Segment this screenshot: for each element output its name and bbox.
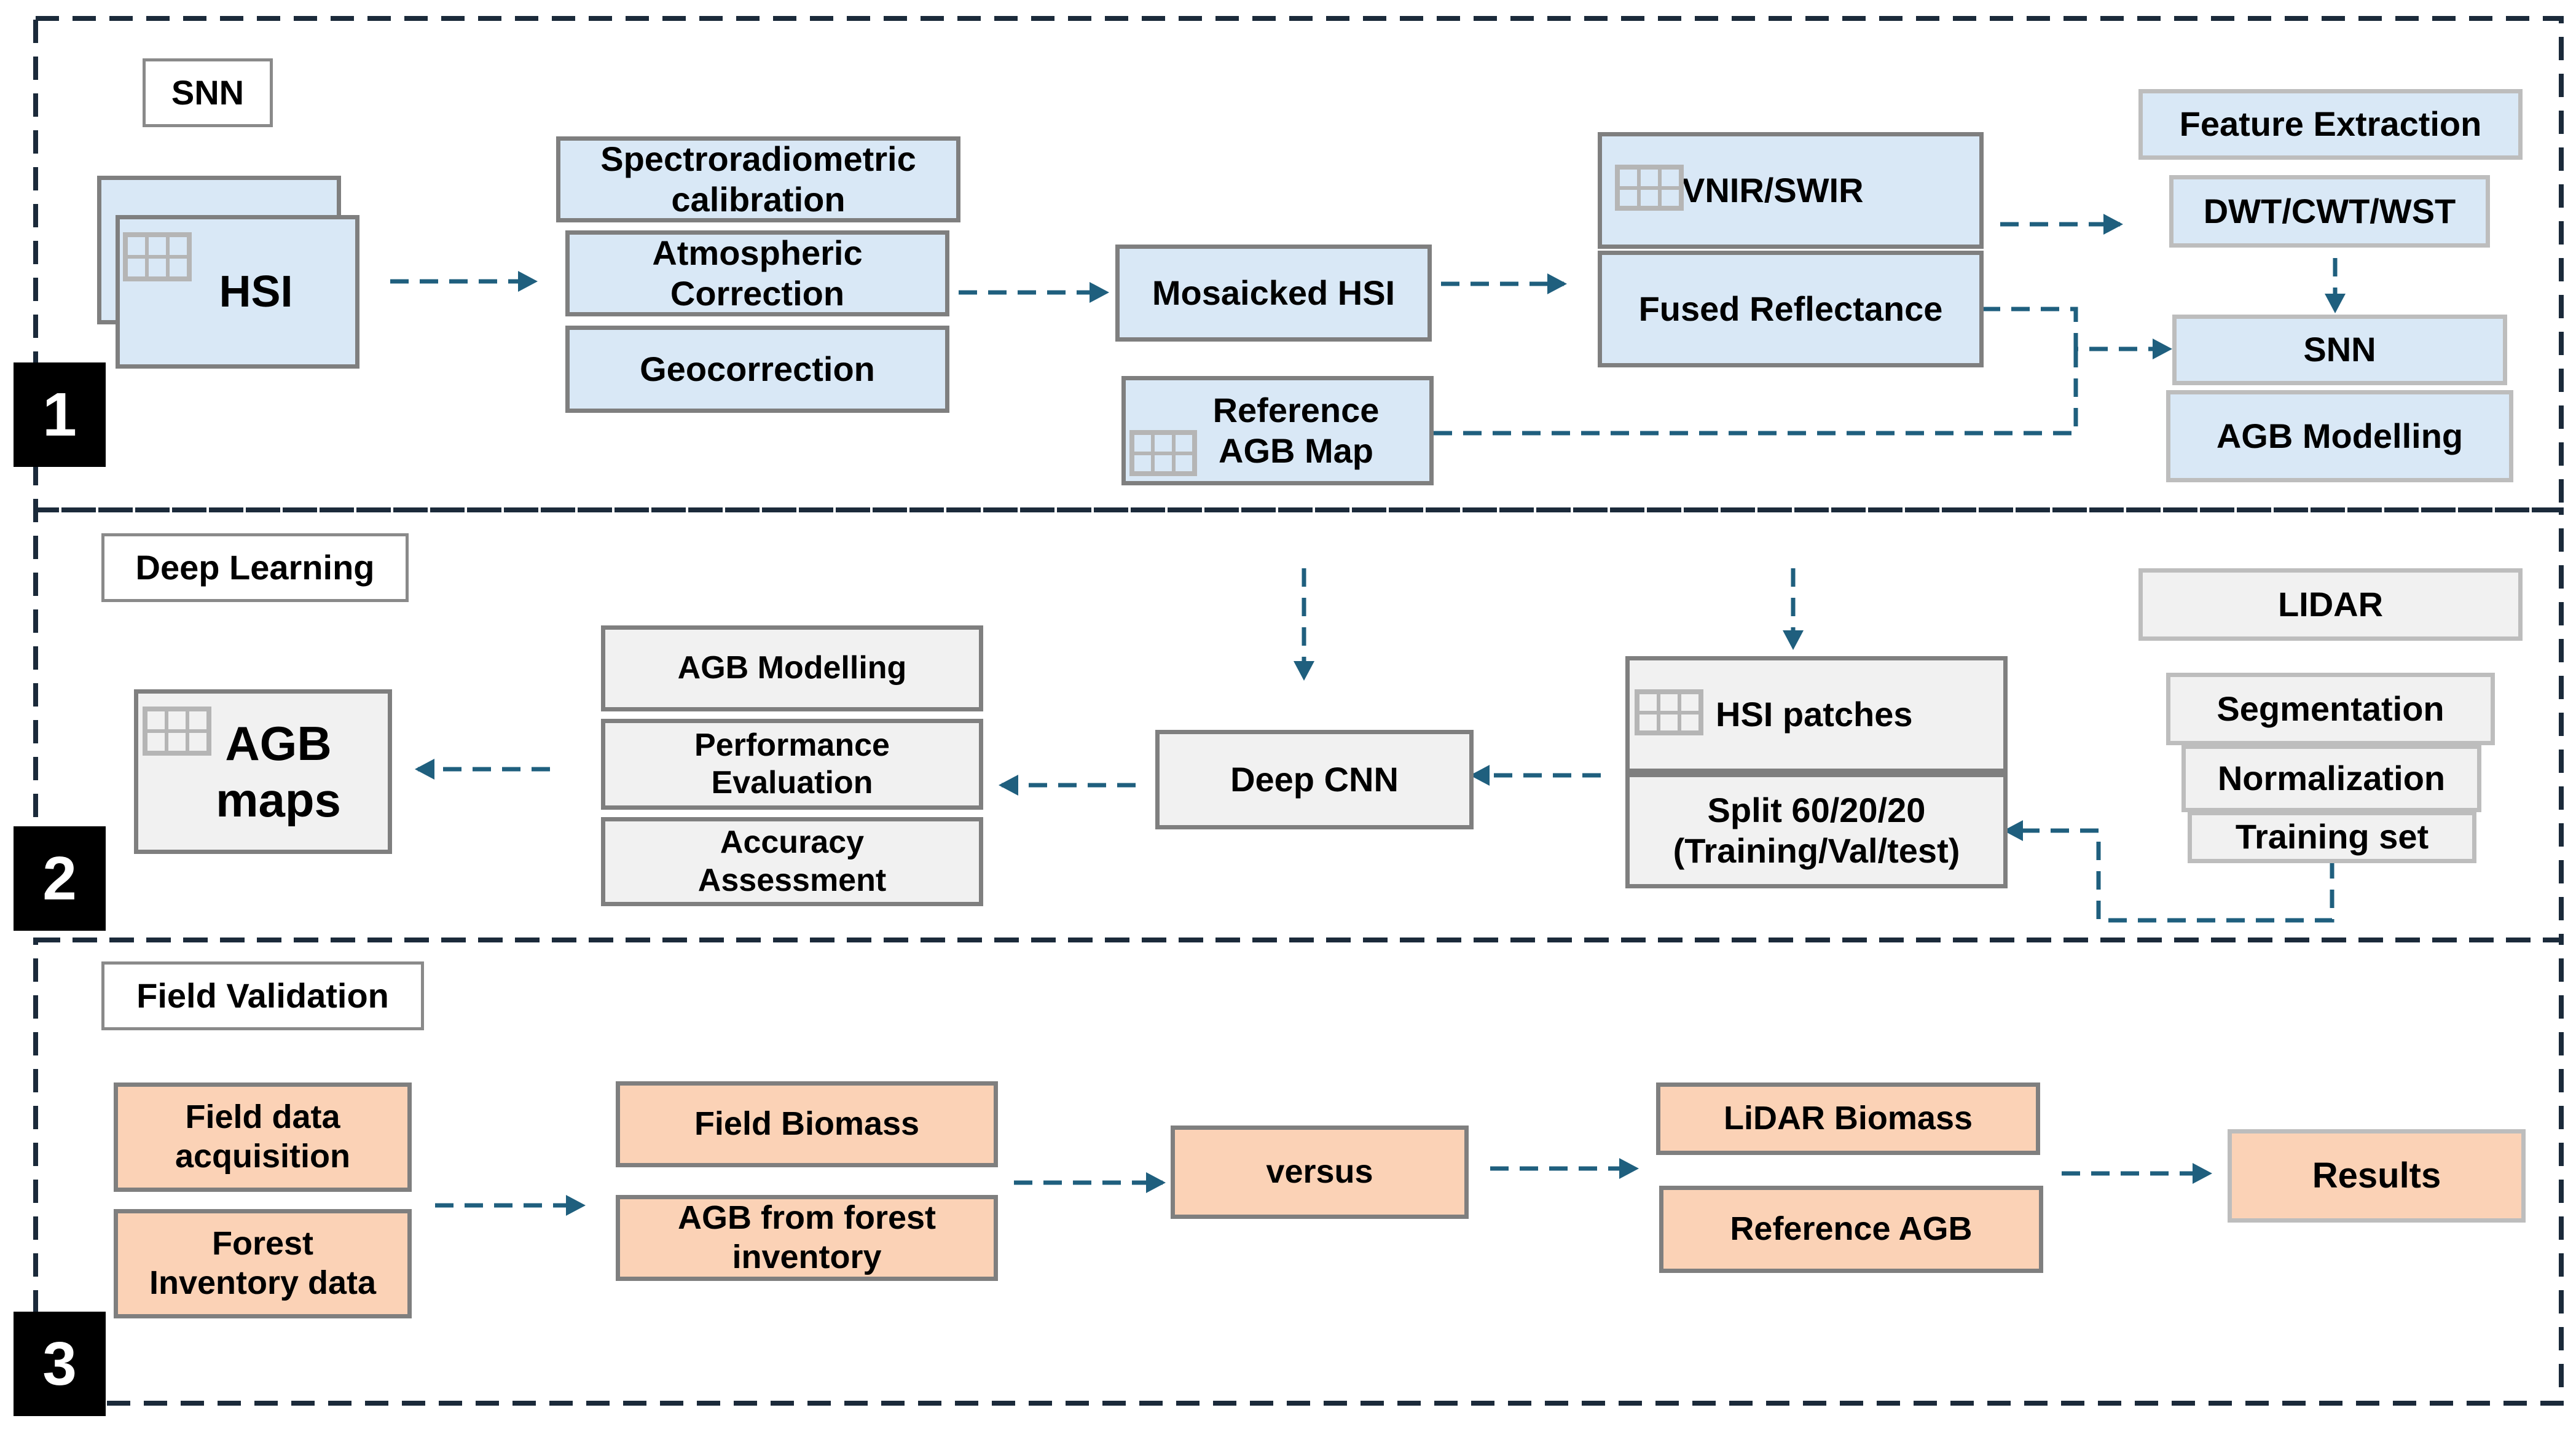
section-number-2: 2 <box>14 826 106 931</box>
table-icon <box>123 232 192 281</box>
performance-evaluation-box: Performance Evaluation <box>601 719 983 810</box>
agb-from-forest-inventory-box: AGB from forest inventory <box>616 1195 998 1281</box>
accuracy-assessment-box: Accuracy Assessment <box>601 817 983 906</box>
lidar-box: LIDAR <box>2138 568 2523 641</box>
versus-box: versus <box>1171 1126 1469 1219</box>
atmospheric-correction-box: Atmospheric Correction <box>565 230 949 316</box>
forest-inventory-data-box: Forest Inventory data <box>114 1209 412 1318</box>
section-label-deep-learning: Deep Learning <box>101 533 409 602</box>
mosaicked-hsi-box: Mosaicked HSI <box>1115 245 1432 342</box>
spectroradiometric-calibration-box: Spectroradiometric calibration <box>556 136 960 222</box>
section-label-snn: SNN <box>143 58 273 127</box>
feature-extraction-box: Feature Extraction <box>2138 89 2523 160</box>
section-3-frame <box>33 938 2564 1406</box>
agb-modelling-snn-box: AGB Modelling <box>2166 390 2513 482</box>
split-box: Split 60/20/20 (Training/Val/test) <box>1625 773 2008 888</box>
table-icon <box>143 707 211 756</box>
hsi-box: HSI <box>116 215 359 369</box>
hsi-patches-box: HSI patches <box>1625 656 2008 773</box>
section-label-field-validation: Field Validation <box>101 961 424 1030</box>
normalization-box: Normalization <box>2181 745 2481 812</box>
training-set-box: Training set <box>2188 811 2476 863</box>
results-box: Results <box>2228 1129 2526 1223</box>
hsi-label: HSI <box>219 267 293 316</box>
arrow-reference-to-snn <box>1434 349 2078 436</box>
table-icon <box>1635 689 1703 735</box>
arrow-fused-to-snn <box>1982 307 2169 351</box>
lidar-biomass-box: LiDAR Biomass <box>1656 1083 2040 1155</box>
dwt-cwt-wst-box: DWT/CWT/WST <box>2169 175 2490 248</box>
geocorrection-box: Geocorrection <box>565 326 949 413</box>
vnir-swir-box: VNIR/SWIR <box>1598 132 1984 249</box>
agb-maps-box: AGB maps <box>134 689 392 854</box>
fused-reflectance-box: Fused Reflectance <box>1598 251 1984 367</box>
segmentation-box: Segmentation <box>2166 673 2495 745</box>
section-number-1: 1 <box>14 362 106 467</box>
snn-box: SNN <box>2172 315 2507 385</box>
deep-cnn-box: Deep CNN <box>1155 730 1474 829</box>
table-icon <box>1129 430 1197 476</box>
section-number-3: 3 <box>14 1312 106 1416</box>
table-icon <box>1615 165 1684 211</box>
vnir-swir-label: VNIR/SWIR <box>1682 170 1864 209</box>
reference-agb-box: Reference AGB <box>1659 1186 2043 1273</box>
field-data-acquisition-box: Field data acquisition <box>114 1083 412 1192</box>
arrow-lidar-to-split <box>2006 828 2334 923</box>
agb-modelling-dl-box: AGB Modelling <box>601 625 983 711</box>
hsi-patches-label: HSI patches <box>1716 694 1913 734</box>
field-biomass-box: Field Biomass <box>616 1081 998 1167</box>
